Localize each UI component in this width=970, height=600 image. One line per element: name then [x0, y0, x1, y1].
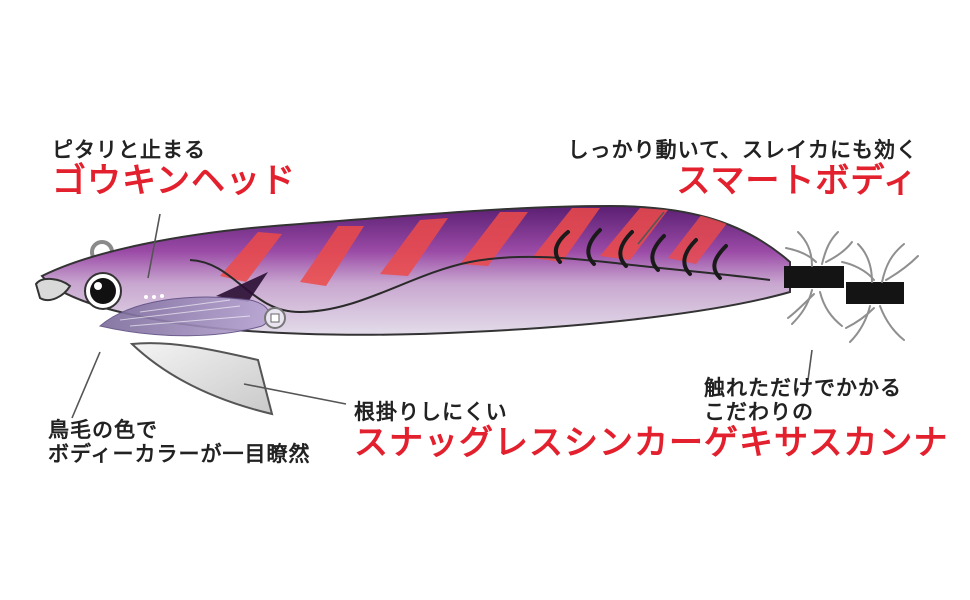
feather-line2: ボディーカラーが一目瞭然: [48, 442, 311, 467]
body-chevrons: [553, 228, 728, 280]
callout-feather: 鳥毛の色で ボディーカラーが一目瞭然: [48, 418, 311, 466]
leader-lines: [71, 211, 813, 419]
kanna-line1: 触れただけでかかる: [704, 376, 902, 400]
body-sub: しっかり動いて、スレイカにも効く: [567, 138, 918, 162]
kanna-stem-1: [784, 266, 844, 288]
head-title: ゴウキンヘッド: [52, 161, 296, 202]
gekisasu-kanna: [785, 231, 919, 343]
snagless-sinker: [129, 342, 274, 416]
callout-sinker: 根掛りしにくい スナッグレスシンカー: [354, 400, 704, 463]
body-stripes: [220, 208, 728, 286]
sinker-title: スナッグレスシンカー: [354, 423, 704, 464]
kanna-title: ゲキサスカンナ: [704, 423, 949, 464]
lateral-line: [189, 255, 771, 314]
body-title: スマートボディ: [676, 161, 918, 202]
kanna-stem-2: [846, 282, 904, 304]
feather-line1: 鳥毛の色で: [48, 418, 158, 442]
callout-body: しっかり動いて、スレイカにも効く スマートボディ: [568, 138, 918, 201]
sinker-sub: 根掛りしにくい: [354, 400, 508, 424]
callout-kanna: 触れただけでかかる こだわりの ゲキサスカンナ: [704, 376, 948, 463]
head-sub: ピタリと止まる: [52, 138, 206, 162]
jig-head: [34, 278, 72, 302]
kanna-line2: こだわりの: [704, 400, 814, 425]
callout-head: ピタリと止まる ゴウキンヘッド: [52, 138, 296, 201]
